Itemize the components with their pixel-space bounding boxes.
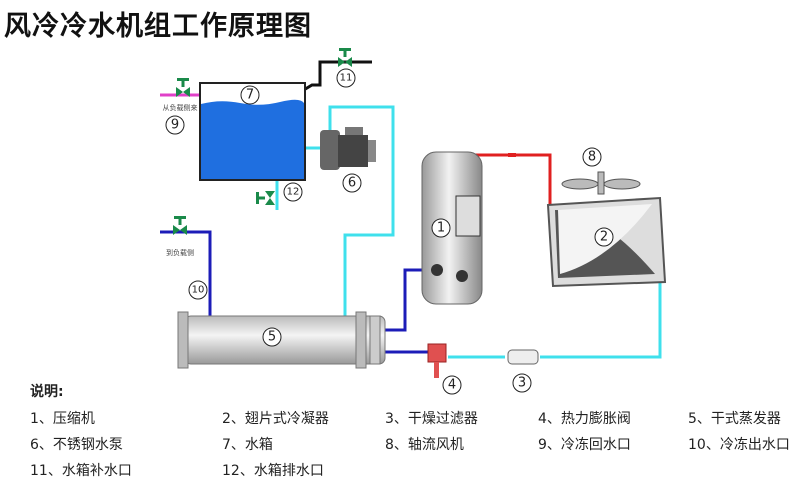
marker-1: 1 — [437, 221, 445, 236]
legend-item: 4、热力膨胀阀 — [538, 411, 631, 427]
expansion-valve-icon — [427, 343, 447, 378]
legend-item: 9、冷冻回水口 — [538, 437, 631, 453]
hot-gas-pipe — [462, 153, 552, 205]
legend-item: 5、干式蒸发器 — [688, 411, 781, 427]
drain-valve-icon[interactable] — [256, 191, 275, 205]
return-from-load-label: 从负载侧来 — [163, 103, 198, 112]
dryer-filter-icon — [507, 349, 539, 365]
axial-fan-icon — [561, 171, 641, 195]
legend-item: 11、水箱补水口 — [30, 463, 132, 479]
chilled-water-pipe — [275, 105, 662, 359]
legend-item: 10、冷冻出水口 — [688, 437, 790, 453]
evaporator — [177, 311, 386, 369]
component-markers — [165, 68, 614, 395]
marker-7: 7 — [246, 88, 254, 103]
marker-11: 11 — [340, 73, 353, 84]
marker-3: 3 — [518, 376, 526, 391]
marker-5: 5 — [268, 330, 276, 345]
legend-item: 3、干燥过滤器 — [385, 411, 478, 427]
supply-to-load-label: 到负载侧 — [166, 248, 194, 257]
legend-item: 2、翅片式冷凝器 — [222, 411, 329, 427]
makeup-valve-icon[interactable] — [338, 48, 352, 67]
marker-12: 12 — [287, 187, 300, 198]
legend-item: 8、轴流风机 — [385, 437, 464, 453]
diagram-title: 风冷冷水机组工作原理图 — [4, 11, 312, 42]
legend-item: 12、水箱排水口 — [222, 463, 324, 479]
legend-heading: 说明: — [30, 384, 64, 400]
compressor — [421, 151, 483, 305]
marker-8: 8 — [588, 150, 596, 165]
marker-10: 10 — [192, 285, 205, 296]
legend-item: 6、不锈钢水泵 — [30, 437, 123, 453]
marker-4: 4 — [448, 378, 456, 393]
marker-9: 9 — [171, 118, 179, 133]
legend-item: 1、压缩机 — [30, 411, 95, 427]
legend-item: 7、水箱 — [222, 437, 273, 453]
water-pump — [320, 127, 376, 170]
marker-2: 2 — [600, 230, 608, 245]
marker-6: 6 — [348, 176, 356, 191]
